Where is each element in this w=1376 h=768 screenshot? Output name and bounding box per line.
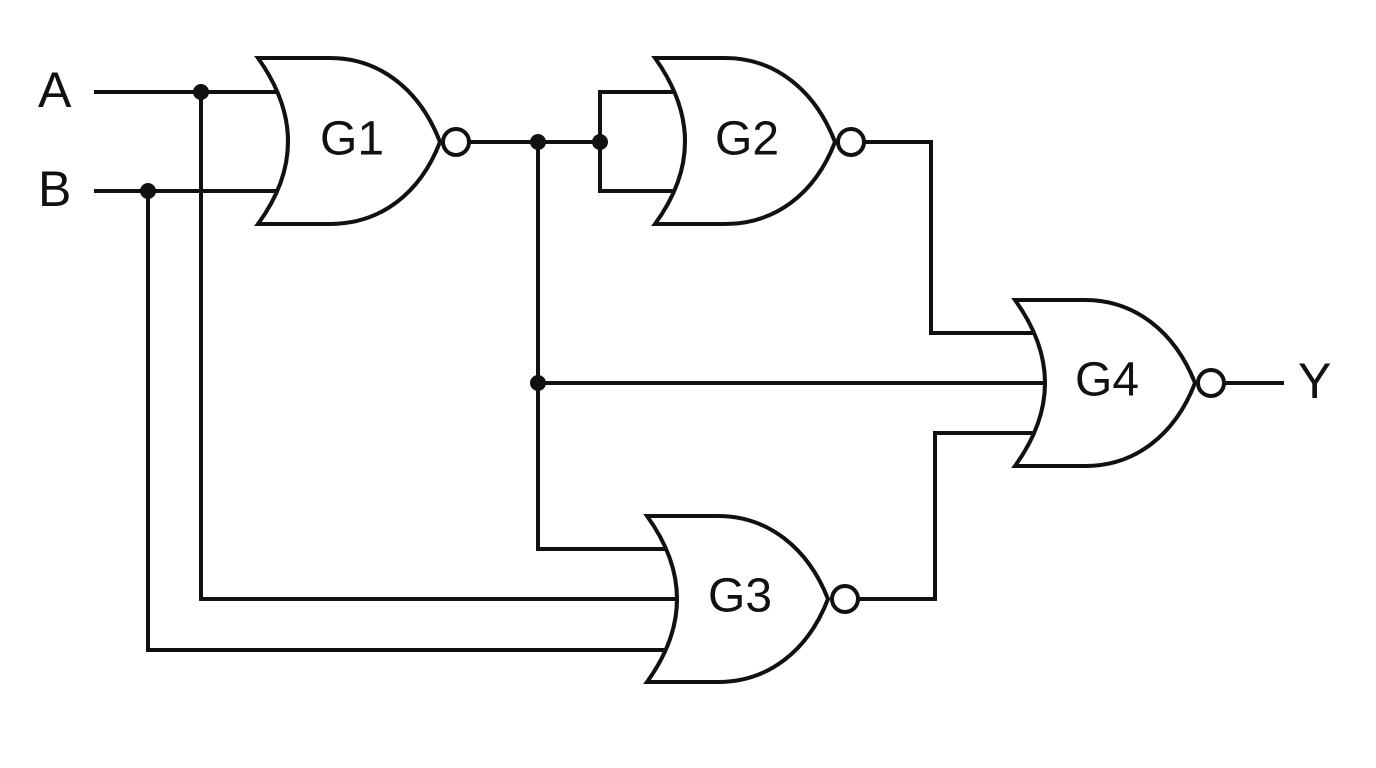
- gate-g1: G1: [254, 56, 471, 226]
- gate-g3: G3: [643, 514, 860, 684]
- wire-g1-to-g4-g3: [536, 140, 670, 551]
- g2-nor-body: [651, 56, 838, 226]
- junction-g1-to-g4: [530, 375, 546, 391]
- junctions: [140, 84, 608, 391]
- input-label-a: A: [38, 62, 72, 118]
- g1-label: G1: [320, 113, 384, 166]
- g3-output-bubble: [830, 584, 860, 614]
- junction-b-branch: [140, 183, 156, 199]
- g4-label: G4: [1075, 354, 1139, 407]
- wire-g3-to-g4: [858, 431, 1035, 601]
- g1-nor-body: [254, 56, 443, 226]
- g3-nor-body: [643, 514, 831, 684]
- g3-label: G3: [708, 570, 772, 623]
- wire-g1-to-g2-inputs: [598, 90, 674, 193]
- junction-g1-out: [530, 134, 546, 150]
- gate-g2: G2: [651, 56, 866, 226]
- input-label-b: B: [38, 161, 71, 217]
- g4-output-bubble: [1196, 368, 1226, 398]
- junction-a-branch: [193, 84, 209, 100]
- g2-label: G2: [715, 113, 779, 166]
- wire-g2-to-g4: [864, 140, 1035, 335]
- g1-output-bubble: [441, 127, 471, 157]
- output-label-y: Y: [1298, 353, 1331, 409]
- g4-nor-body: [1011, 298, 1198, 468]
- g2-output-bubble: [836, 127, 866, 157]
- wire-b-to-g3: [146, 189, 666, 652]
- gate-g4: G4: [1011, 298, 1226, 468]
- wire-a-to-g3: [199, 90, 678, 601]
- junction-g2-inputs: [592, 134, 608, 150]
